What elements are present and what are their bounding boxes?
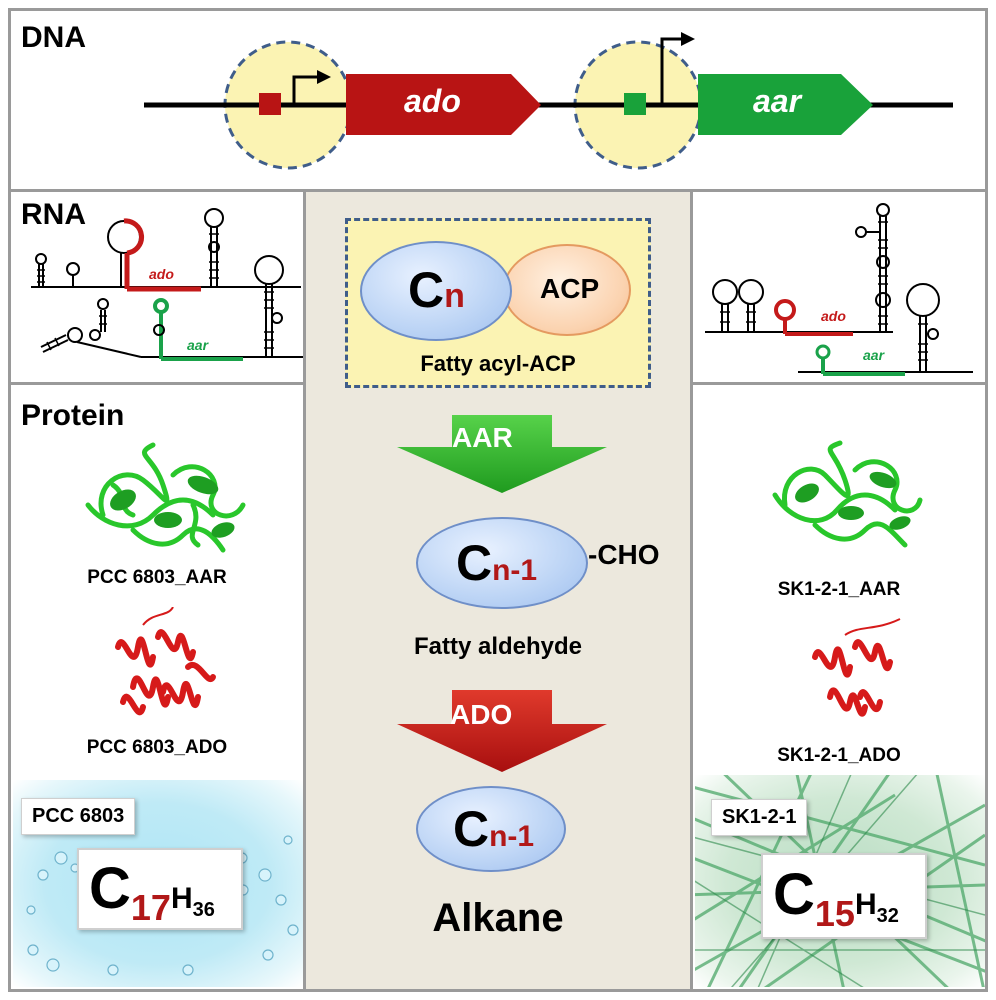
ado-enzyme-label: ADO [450,699,513,730]
formula-left-c-sub: 17 [130,887,171,928]
aar-structure-left [85,442,246,553]
ado-structure-left [115,607,216,716]
pcc6803-strain-label: PCC 6803 [21,798,136,835]
rna-right-ado-label: ado [821,308,846,324]
protein-left-aar-caption: PCC 6803_AAR [87,567,227,588]
intermediate-ellipse [416,517,588,609]
intermediate-chain-label: Cn-1 [456,535,538,591]
rna-structure-right [705,203,973,376]
rna-structure-left [31,208,303,361]
dna-diagram [144,32,953,170]
protein-title: Protein [21,399,125,432]
aar-structure-right [772,440,923,548]
tss-arrow-1-icon [292,75,319,105]
protein-panel-left: Protein PCC 6803_AAR PCC 6803_ADO [8,382,306,992]
formula-left-h: H [170,882,193,915]
intermediate-name: Fatty aldehyde [413,633,583,660]
regulator-box-ado [259,93,281,115]
rna-right-aar-label: aar [863,347,885,363]
regulator-box-aar [624,93,646,115]
substrate-chain-label: Cn [408,262,465,318]
protein-panel-right: SK1-2-1_AAR SK1-2-1_ADO SK1-2-1 C15 [690,382,988,992]
gene-ado-label: ado [404,83,461,119]
formula-right-c: C [773,862,815,927]
tss-arrow-2-icon [660,37,683,105]
substrate-chain-ellipse [360,241,512,341]
sk121-alkane-formula: C15H32 [761,853,927,939]
formula-right-c-sub: 15 [814,893,855,934]
pathway-panel: Cn ACP Fatty acyl-ACP AAR Cn-1 -CHO Fatt… [303,189,693,992]
dna-panel: DNA ado aar [8,8,988,192]
substrate-box: Cn ACP Fatty acyl-ACP [345,218,651,388]
rna-left-aar-label: aar [187,337,209,353]
tss-arrowhead-2-icon [681,32,695,46]
tss-arrowhead-1-icon [317,70,331,84]
rna-panel-right: ado aar [690,189,988,385]
ado-reaction-arrow [397,690,607,772]
acp-label: ACP [540,273,600,304]
protein-right-aar-caption: SK1-2-1_AAR [777,579,901,600]
ado-structure-right [812,618,901,717]
product-chain-label: Cn-1 [453,801,535,857]
formula-left-c: C [89,856,131,921]
pcc6803-alkane-formula: C17H36 [77,848,243,930]
intermediate-group-label: -CHO [588,539,660,570]
aar-enzyme-label: AAR [452,422,513,453]
rna-left-ado-label: ado [149,266,174,282]
formula-left-h-sub: 36 [192,899,215,921]
pcc6803-cell-image: PCC 6803 C17H36 [13,780,303,987]
gene-aar-arrow [698,74,873,135]
sk121-strain-label: SK1-2-1 [711,799,808,836]
sk121-cell-image: SK1-2-1 C15H32 [695,775,985,987]
dna-title: DNA [21,21,86,54]
aar-reaction-arrow [397,415,607,493]
formula-right-h: H [854,888,877,921]
substrate-name: Fatty acyl-ACP [420,351,576,376]
product-name: Alkane [432,896,564,940]
product-ellipse [416,786,566,872]
rna-title: RNA [21,198,86,231]
formula-right-h-sub: 32 [876,905,899,927]
gene-aar-label: aar [753,83,802,119]
protein-right-ado-caption: SK1-2-1_ADO [777,745,901,766]
gene-ado-arrow [346,74,541,135]
rna-panel-left: RNA [8,189,306,385]
protein-left-ado-caption: PCC 6803_ADO [86,737,228,758]
